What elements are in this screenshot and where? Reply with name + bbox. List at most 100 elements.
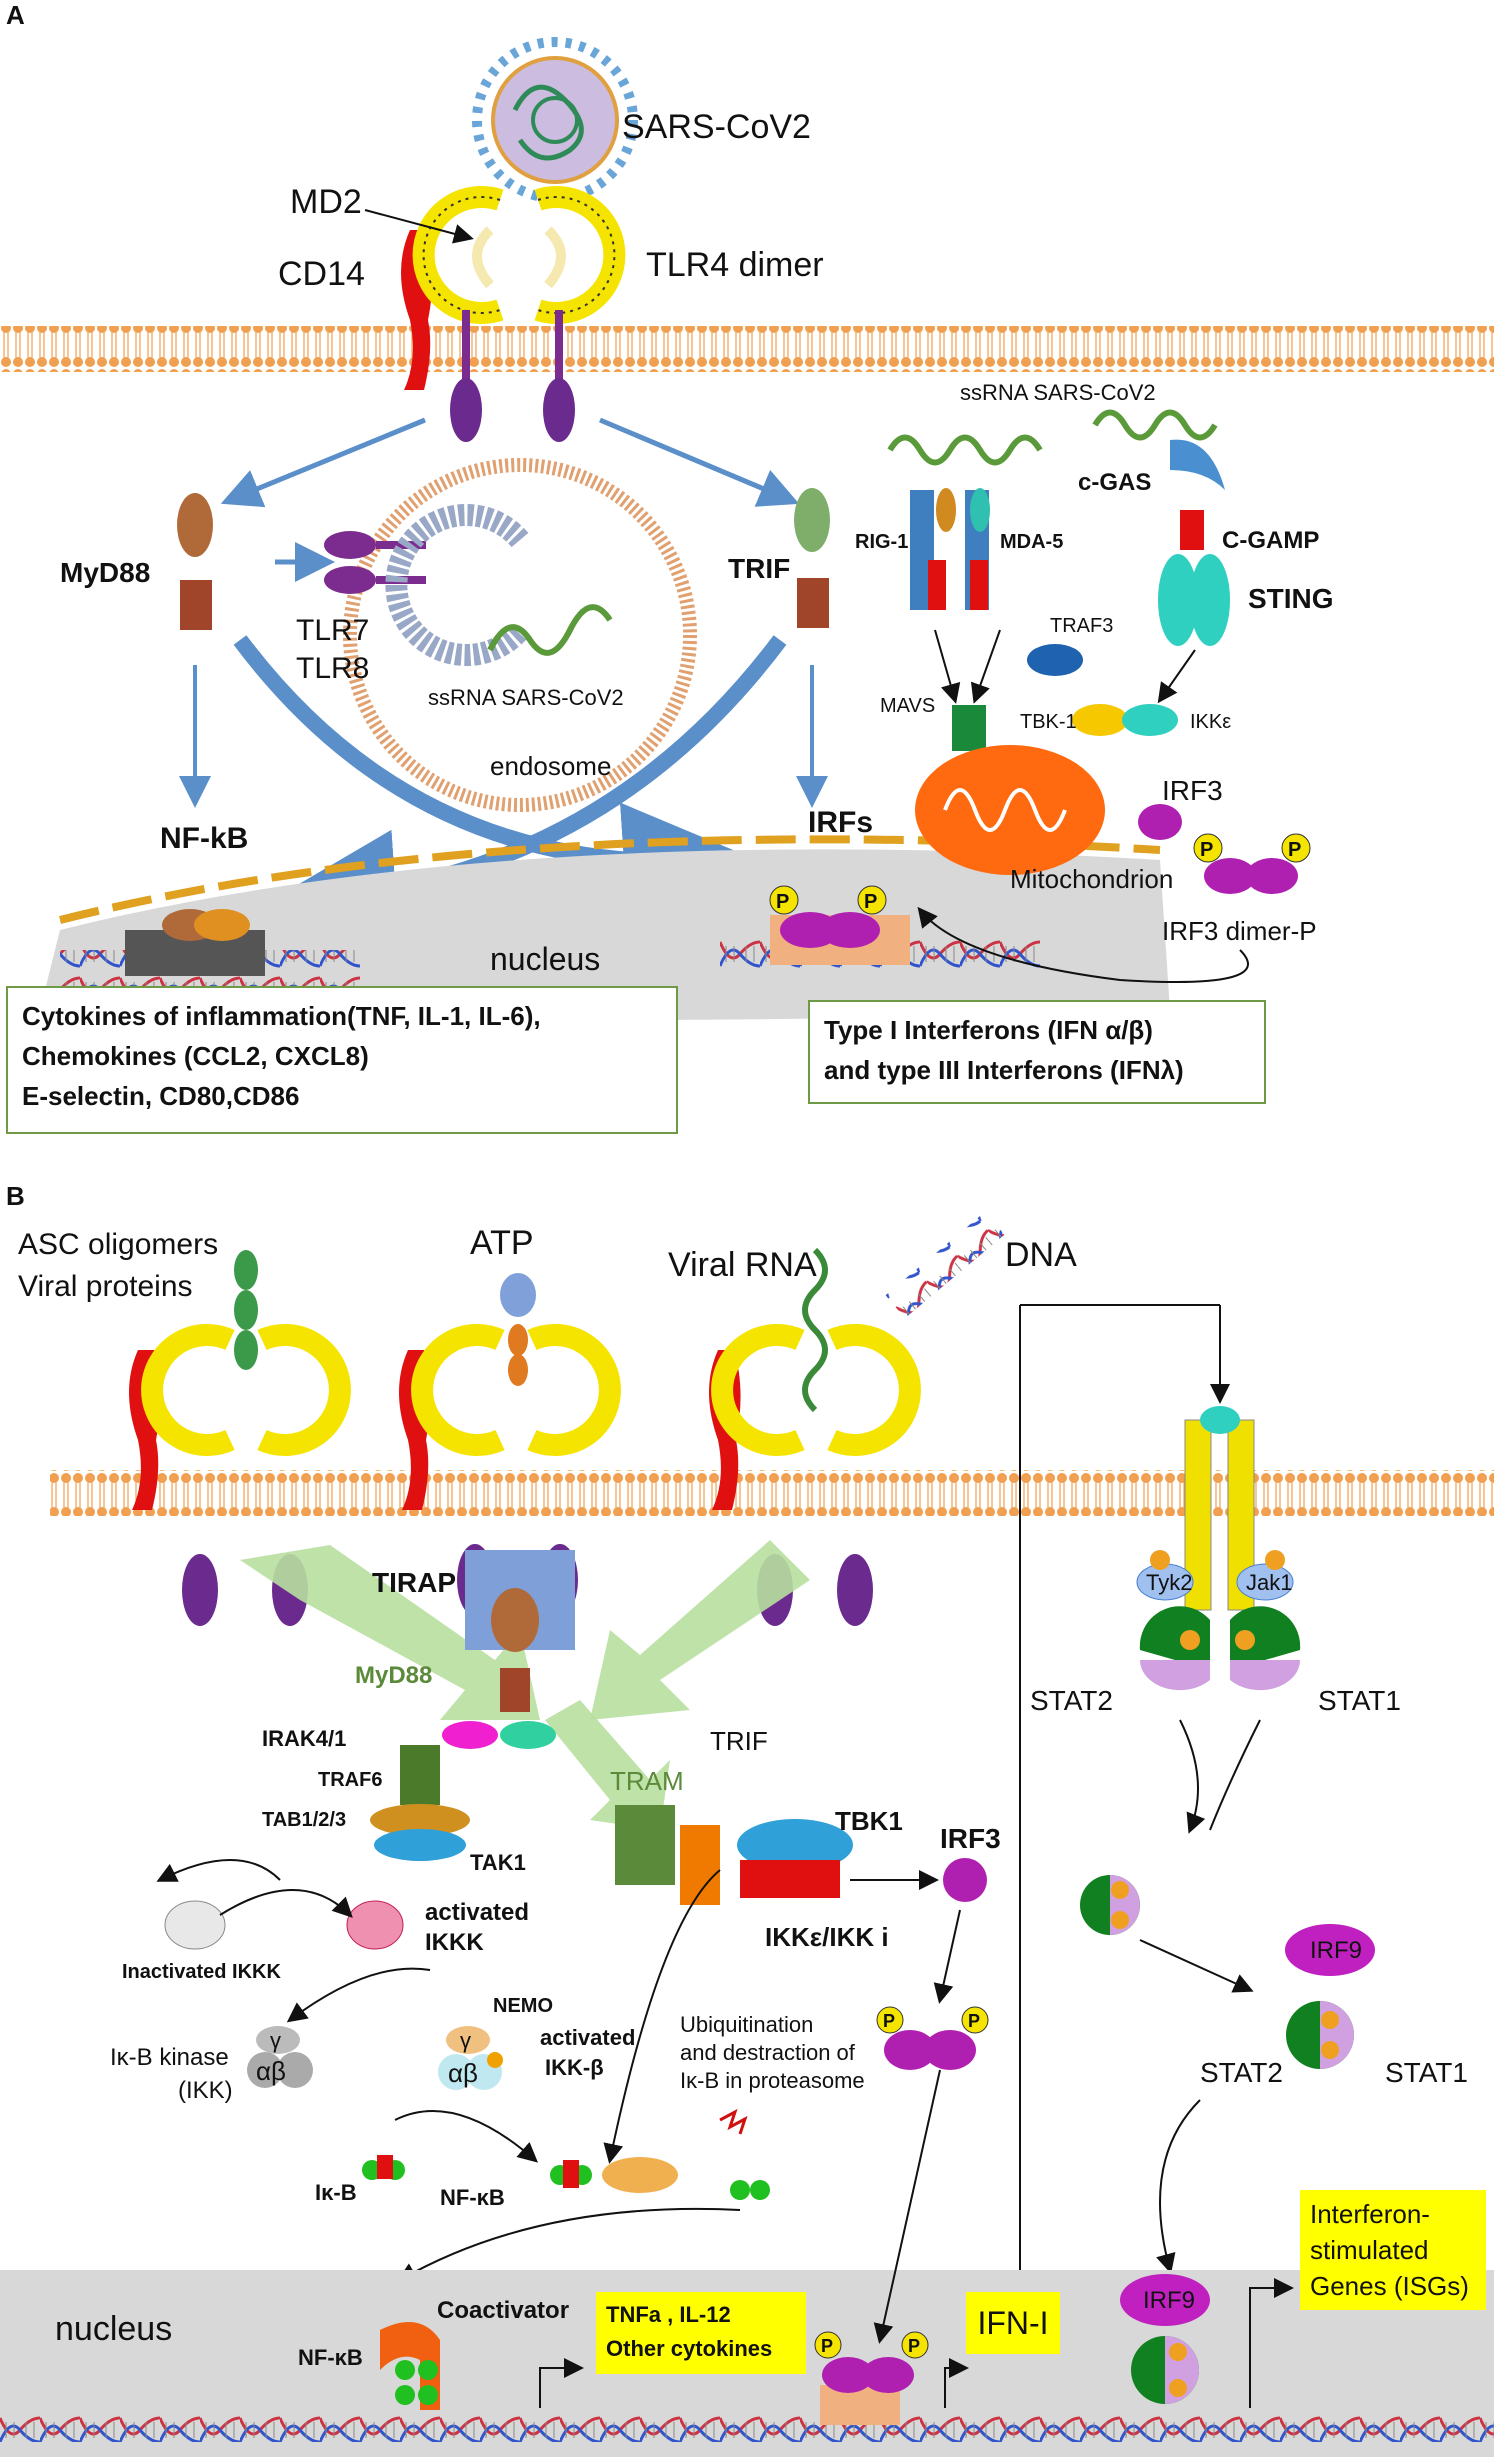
ikk-complex-active: [438, 2026, 503, 2090]
irak-protein: [442, 1721, 498, 1749]
cytokines-line-2: Chemokines (CCL2, CXCL8): [22, 1041, 369, 1071]
myd88-label-b: MyD88: [355, 1662, 432, 1689]
p-b1: P: [883, 2011, 895, 2031]
ikke-protein-a: [1122, 704, 1178, 736]
myd88-label-a: MyD88: [60, 557, 150, 588]
p-a2: P: [864, 891, 877, 913]
atp-molecule: [500, 1273, 536, 1386]
ikke-label-a: IKKε: [1190, 711, 1231, 733]
irf3-label-a: IRF3: [1162, 775, 1223, 806]
viral-rna-label: Viral RNA: [668, 1246, 817, 1284]
tnf-line-2: Other cytokines: [606, 2336, 773, 2361]
ikb-label: Iκ-B: [315, 2180, 357, 2205]
ikke-label-b: IKKε/IKK i: [765, 1922, 889, 1952]
traf3-label: TRAF3: [1050, 615, 1113, 637]
mavs-protein: [952, 705, 986, 751]
p-b2: P: [968, 2011, 980, 2031]
tram-label: TRAM: [610, 1766, 684, 1796]
ssrna-top-label: ssRNA SARS-CoV2: [960, 380, 1156, 405]
tyk2-label: Tyk2: [1146, 1570, 1192, 1595]
tram-protein: [615, 1805, 675, 1885]
cytokines-box: Cytokines of inflammation(TNF, IL-1, IL-…: [6, 986, 678, 1134]
tlr8-label: TLR8: [296, 652, 369, 685]
md2-label: MD2: [290, 183, 362, 221]
traf3-protein: [1027, 644, 1083, 676]
isgf3-complex: [1286, 2001, 1354, 2069]
isg-line-2: stimulated: [1310, 2235, 1429, 2265]
sars-cov2-virion: [472, 37, 638, 203]
inact-label: Inactivated IKKK: [122, 1961, 281, 1983]
mda5-label: MDA-5: [1000, 531, 1063, 553]
ssrna-rig: [887, 434, 1043, 466]
traf6-label: TRAF6: [318, 1769, 382, 1791]
p-a3: P: [1200, 839, 1213, 861]
p-a4: P: [1288, 839, 1301, 861]
inactivated-ikkk: [164, 1900, 226, 1950]
irfs-label: IRFs: [808, 806, 873, 839]
irf3-protein-b: [943, 1858, 987, 1902]
gamma-label-1: γ: [270, 2028, 281, 2053]
cd14-label: CD14: [278, 255, 365, 293]
dna-b: [0, 2408, 1494, 2442]
ikb-nfkb-complex: [362, 2155, 770, 2200]
isg-line-1: Interferon-: [1310, 2199, 1430, 2229]
stat2-label-b: STAT2: [1200, 2057, 1283, 2088]
green-arrow-left: [240, 1545, 540, 1720]
interferons-line-1: Type I Interferons (IFN α/β): [824, 1015, 1153, 1045]
p-b3: P: [821, 2336, 833, 2356]
ikk-label: (IKK): [178, 2077, 233, 2104]
rig1-mda5-receptors: [910, 488, 990, 610]
sting-dimer: [1158, 554, 1230, 646]
green-arrow-right: [590, 1540, 810, 1720]
isg-box: Interferon- stimulated Genes (ISGs): [1300, 2190, 1486, 2310]
sting-label: STING: [1248, 583, 1334, 614]
ssrna-cgas: [1092, 409, 1218, 441]
ikb-kinase-label: Iκ-B kinase: [110, 2044, 229, 2071]
cgas-protein: [1170, 439, 1225, 490]
tirap-label: TIRAP: [372, 1567, 456, 1598]
activated-ikkk: [346, 1900, 404, 1950]
irf9-protein: [1285, 1924, 1375, 1976]
irf3-protein-a: [1138, 804, 1182, 840]
viral-dna-strand: [885, 1211, 1005, 1319]
act-ikkk-label2: IKKK: [425, 1929, 484, 1956]
mito-label: Mitochondrion: [1010, 864, 1173, 894]
plasma-membrane-a: [0, 326, 1494, 372]
act-ikkb-label2: IKK-β: [545, 2055, 604, 2080]
viral-proteins-label: Viral proteins: [18, 1270, 193, 1303]
isg-line-3: Genes (ISGs): [1310, 2271, 1469, 2301]
interferons-box: Type I Interferons (IFN α/β) and type II…: [808, 1000, 1266, 1104]
myd88-adaptor-a: [177, 493, 213, 630]
endosome-label: endosome: [490, 751, 611, 781]
viral-rna-strand: [802, 1247, 828, 1413]
virus-label: SARS-CoV2: [622, 108, 811, 146]
nucleus-label-b: nucleus: [55, 2310, 172, 2348]
p-b4: P: [908, 2336, 920, 2356]
irf9-label: IRF9: [1310, 1937, 1362, 1964]
ubi-label-2: and destraction of: [680, 2040, 856, 2065]
green-arrow-tram: [545, 1700, 670, 1830]
jak1-label: Jak1: [1246, 1570, 1292, 1595]
ab-label-1: αβ: [256, 2056, 286, 2086]
ifn-i-box: IFN-I: [966, 2292, 1060, 2354]
asc-label: ASC oligomers: [18, 1228, 218, 1261]
dna-label: DNA: [1005, 1236, 1077, 1274]
ikk-complex-inactive: [247, 2026, 313, 2088]
trif-label-a: TRIF: [728, 553, 790, 584]
irak-label: IRAK4/1: [262, 1726, 346, 1751]
tlr7-tlr8-receptors: [324, 504, 529, 666]
ssrna-endo-label: ssRNA SARS-CoV2: [428, 685, 624, 710]
nfkb-label-c: NF-κB: [440, 2185, 505, 2210]
rig1-label: RIG-1: [855, 531, 908, 553]
nemo-label: NEMO: [493, 1995, 553, 2017]
p-a1: P: [776, 891, 789, 913]
panel-a-letter: A: [6, 0, 25, 30]
myd88-b: [491, 1588, 539, 1652]
mitochondrion: [915, 745, 1105, 875]
tlr4-label: TLR4 dimer: [646, 246, 824, 284]
irf9-label-n: IRF9: [1143, 2287, 1195, 2314]
coactivator-label: Coactivator: [437, 2297, 569, 2324]
nfkb-label-a: NF-kB: [160, 822, 248, 855]
stat1-label-b: STAT1: [1385, 2057, 1468, 2088]
